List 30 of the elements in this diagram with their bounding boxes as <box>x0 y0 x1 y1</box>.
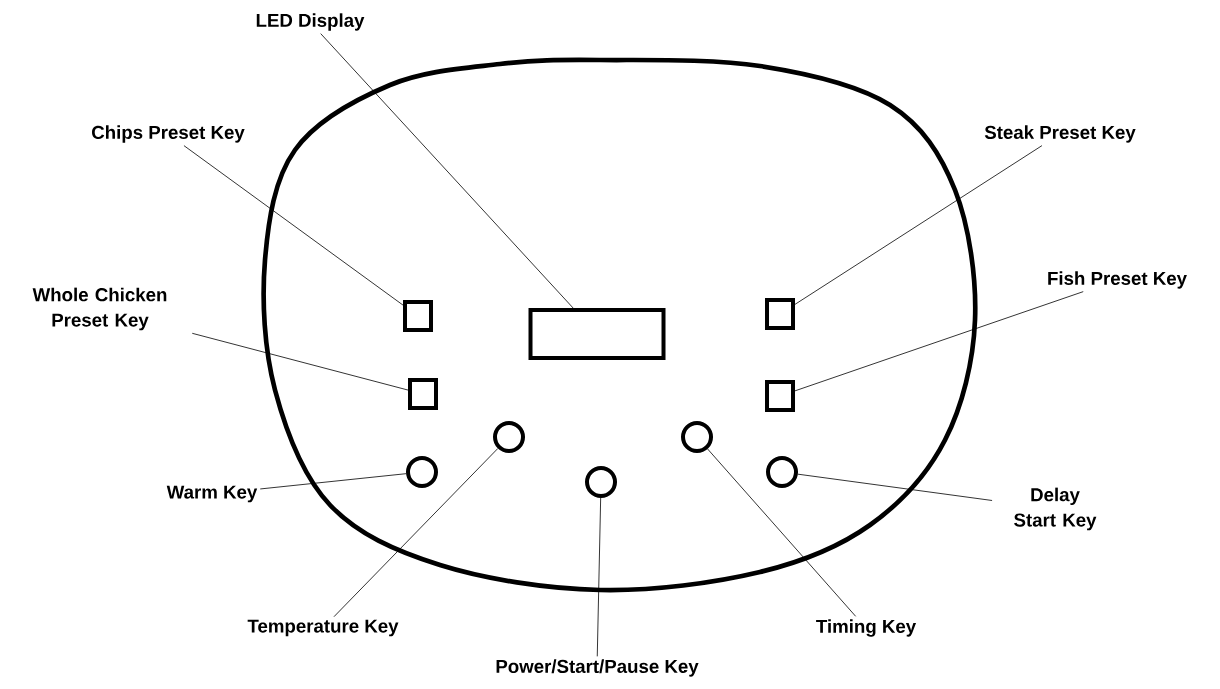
leader-line <box>259 473 407 490</box>
callout-label: Power/Start/Pause Key <box>496 659 699 677</box>
callout-label: Delay Start Key <box>1014 487 1097 531</box>
leader-line <box>333 448 499 618</box>
leader-line <box>191 332 409 391</box>
round-key <box>766 456 798 488</box>
leader-line <box>794 291 1084 392</box>
leader-line <box>183 145 404 306</box>
callout-label: LED Display <box>256 13 365 31</box>
round-key <box>681 421 713 453</box>
callout-label: Steak Preset Key <box>984 125 1136 143</box>
round-key <box>493 421 525 453</box>
square-key <box>403 300 433 332</box>
led-display <box>528 308 666 360</box>
round-key <box>585 466 617 498</box>
square-key <box>765 380 795 412</box>
callout-label: Fish Preset Key <box>1048 271 1187 289</box>
leader-line <box>596 497 602 657</box>
callout-label: Chips Preset Key <box>92 125 245 143</box>
round-key <box>406 456 438 488</box>
callout-label: Temperature Key <box>247 619 399 637</box>
callout-label: Whole Chicken Preset Key <box>32 287 167 331</box>
square-key <box>408 378 438 410</box>
leader-line <box>794 145 1043 305</box>
callout-label: Timing Key <box>816 619 917 637</box>
leader-line <box>797 473 993 501</box>
leader-line <box>320 33 574 309</box>
square-key <box>765 298 795 330</box>
callout-label: Warm Key <box>166 485 258 503</box>
leader-line <box>707 448 857 617</box>
